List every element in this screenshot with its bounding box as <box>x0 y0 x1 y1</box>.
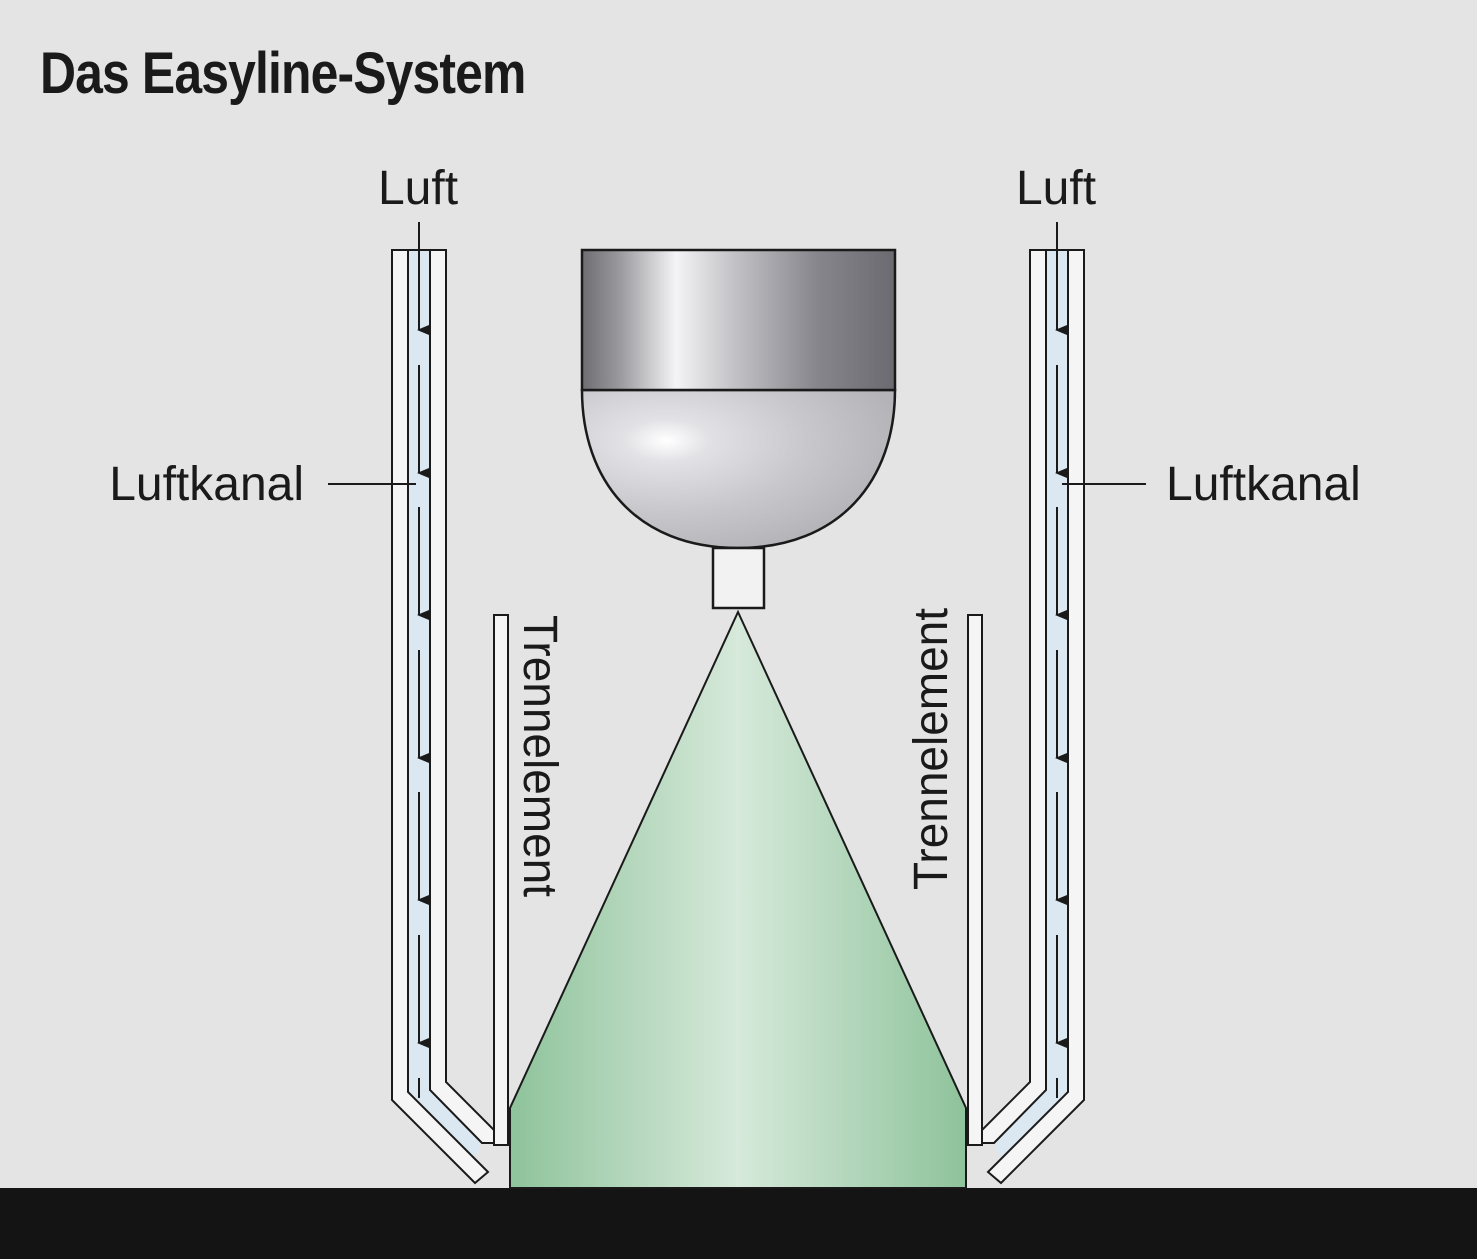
nozzle-cap <box>580 248 897 392</box>
label-channel-right: Luftkanal <box>1166 458 1361 511</box>
label-air-right: Luft <box>1016 162 1096 215</box>
label-channel-left: Luftkanal <box>109 458 304 511</box>
nozzle-bowl <box>580 388 897 550</box>
label-separator-right: Trennelement <box>905 608 958 890</box>
label-air-left: Luft <box>378 162 458 215</box>
nozzle-tip <box>711 546 766 610</box>
separator-right <box>967 614 983 1146</box>
floor <box>0 1188 1477 1259</box>
air-channel-right <box>981 249 1085 1185</box>
label-separator-left: Trennelement <box>513 615 566 897</box>
air-channel-left <box>391 249 495 1185</box>
nozzle <box>580 248 897 610</box>
separator-left <box>493 614 509 1146</box>
diagram-title: Das Easyline-System <box>40 41 526 106</box>
spray-cone <box>509 609 967 1189</box>
